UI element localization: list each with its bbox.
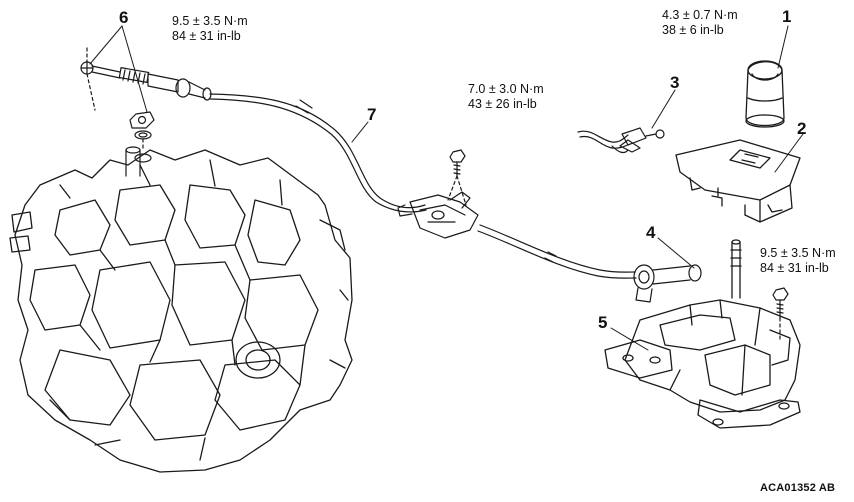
torque-bracket: 7.0 ± 3.0 N·m 43 ± 26 in-lb bbox=[468, 82, 544, 112]
torque-lever-assembly: 9.5 ± 3.5 N·m 84 ± 31 in-lb bbox=[760, 246, 836, 276]
shift-knob bbox=[745, 60, 785, 128]
torque-bracket-nm: 7.0 ± 3.0 N·m bbox=[468, 82, 544, 96]
callout-6: 6 bbox=[119, 8, 129, 27]
callout-7: 7 bbox=[367, 105, 377, 124]
callout-1: 1 bbox=[782, 7, 792, 26]
torque-knob-inlb: 38 ± 6 in-lb bbox=[662, 23, 724, 37]
callout-3: 3 bbox=[670, 73, 680, 92]
leader-lines bbox=[89, 25, 804, 351]
callout-4: 4 bbox=[646, 223, 656, 242]
torque-bracket-inlb: 43 ± 26 in-lb bbox=[468, 97, 537, 111]
callout-2: 2 bbox=[797, 119, 807, 138]
shift-lever-assembly bbox=[604, 239, 801, 429]
assembly-bolt bbox=[772, 287, 789, 343]
torque-lever-assembly-inlb: 84 ± 31 in-lb bbox=[760, 261, 829, 275]
cable-end-lever bbox=[80, 47, 212, 111]
callout-5: 5 bbox=[598, 313, 608, 332]
transaxle-housing bbox=[9, 149, 353, 473]
torque-lever-assembly-nm: 9.5 ± 3.5 N·m bbox=[760, 246, 836, 260]
lever-cable-end bbox=[633, 264, 702, 303]
indicator-cover bbox=[675, 139, 801, 223]
cable-bracket bbox=[397, 191, 479, 239]
bracket-bolt bbox=[447, 149, 467, 206]
torque-cable-end-nm: 9.5 ± 3.5 N·m bbox=[172, 14, 248, 28]
torque-cable-end-inlb: 84 ± 31 in-lb bbox=[172, 29, 241, 43]
torque-cable-end: 9.5 ± 3.5 N·m 84 ± 31 in-lb bbox=[172, 14, 248, 44]
torque-knob-nm: 4.3 ± 0.7 N·m bbox=[662, 8, 738, 22]
shift-cable bbox=[209, 93, 637, 279]
switch-harness bbox=[577, 127, 665, 154]
torque-knob: 4.3 ± 0.7 N·m 38 ± 6 in-lb bbox=[662, 8, 738, 38]
transaxle-shift-shaft bbox=[125, 146, 152, 177]
cable-end-nut bbox=[129, 111, 155, 151]
document-id: ACA01352 AB bbox=[760, 482, 836, 494]
